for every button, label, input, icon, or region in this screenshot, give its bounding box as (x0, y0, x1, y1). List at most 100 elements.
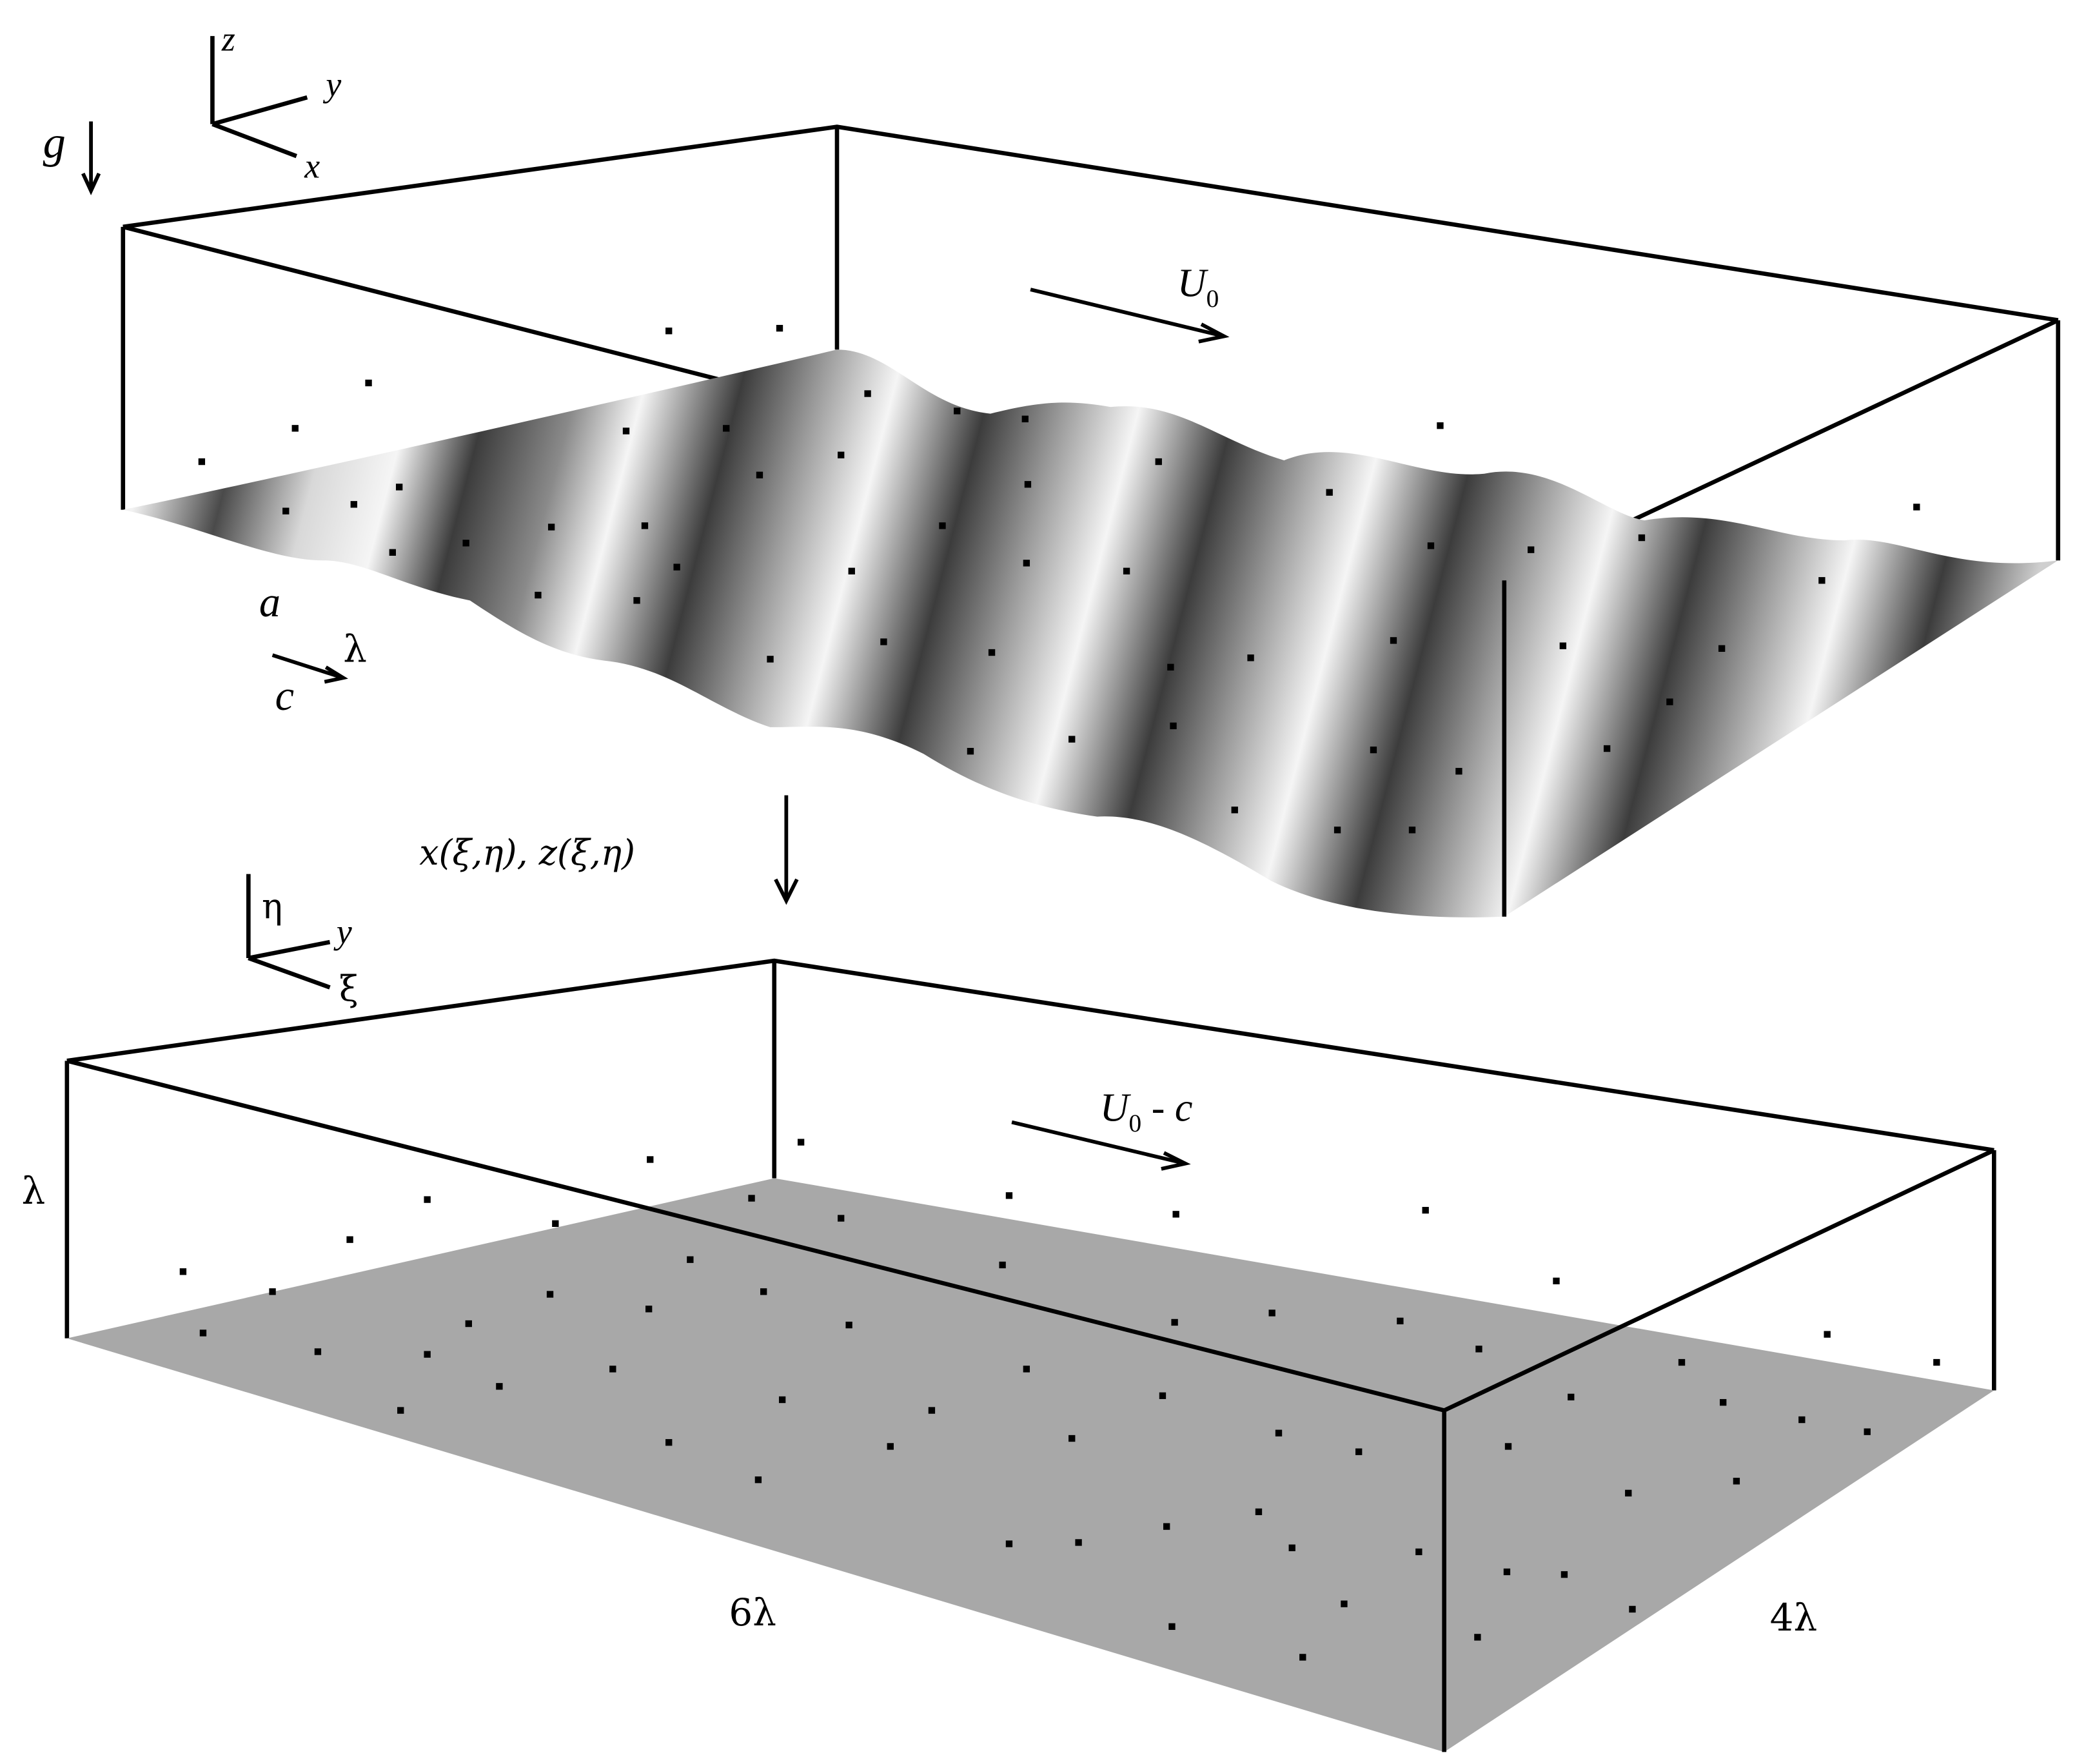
top-particle (291, 425, 299, 432)
top-particle (880, 638, 887, 645)
top-particle (622, 427, 630, 435)
top-particle (547, 524, 555, 531)
top-particle (776, 324, 783, 332)
bottom-particle (928, 1407, 936, 1414)
top-particle (723, 425, 730, 432)
top-particle (988, 649, 996, 656)
top-axes-triad: z y x (210, 20, 341, 185)
top-particle (1559, 642, 1567, 649)
bottom-particle (1720, 1398, 1727, 1406)
bottom-particle (778, 1396, 786, 1404)
top-particle (1167, 663, 1174, 671)
bottom-particle (465, 1320, 472, 1328)
top-particle (1155, 458, 1162, 466)
top-particle (365, 379, 372, 387)
bottom-particle (424, 1351, 431, 1358)
bottom-panel: η y ξ U0 - c λ 6λ 4λ (21, 874, 1996, 1752)
bottom-particle (1275, 1429, 1283, 1436)
bottom-particle (1553, 1277, 1560, 1284)
bottom-box-front-edges (66, 1059, 1995, 1752)
top-particle (1455, 768, 1462, 775)
top-particle (838, 451, 845, 458)
bottom-particle (1933, 1358, 1940, 1366)
bottom-particle (1355, 1448, 1363, 1455)
flat-bottom-plane (66, 1178, 1994, 1752)
bottom-particle (1023, 1366, 1030, 1373)
bottom-particle (199, 1329, 207, 1337)
top-particle (767, 656, 774, 663)
bottom-particle (1678, 1358, 1686, 1366)
top-panel: z y x g U0 (43, 20, 2060, 917)
top-particle (1170, 722, 1177, 730)
top-particle (641, 522, 649, 529)
bottom-particle (179, 1268, 187, 1275)
top-particle (848, 567, 855, 574)
bottom-particles (179, 1139, 1940, 1661)
bottom-particle (665, 1439, 673, 1446)
x-axis-label: x (304, 146, 320, 185)
bottom-particle (1005, 1192, 1013, 1199)
bottom-particle (1415, 1548, 1422, 1556)
bottom-flow-label: U0 - c (1100, 1086, 1193, 1137)
bottom-particle (1005, 1540, 1013, 1547)
bottom-particle (1798, 1416, 1806, 1424)
bottom-particle (1397, 1317, 1404, 1325)
bottom-particle (609, 1366, 616, 1373)
top-particle (954, 407, 961, 415)
top-particle (1913, 504, 1920, 511)
top-particle (1247, 654, 1254, 662)
bottom-particle (1075, 1539, 1082, 1546)
bottom-particle (1504, 1443, 1512, 1450)
bottom-particle (1503, 1568, 1511, 1576)
eta-axis-label: η (262, 886, 282, 926)
bottom-particle (1733, 1478, 1740, 1485)
top-particle (1666, 698, 1673, 705)
top-particles (198, 324, 1920, 834)
top-particle (1603, 745, 1611, 752)
bottom-particle (496, 1383, 503, 1390)
bottom-particle (887, 1443, 894, 1450)
top-particle (1023, 560, 1030, 567)
bottom-particle (1268, 1309, 1275, 1317)
bottom-y-axis-label: y (333, 912, 352, 951)
y-axis-label: y (322, 65, 341, 104)
bottom-particle (1629, 1605, 1636, 1613)
bottom-particle (1172, 1211, 1179, 1218)
bottom-particle (797, 1139, 805, 1146)
bottom-particle (1568, 1393, 1575, 1401)
top-particle (1437, 422, 1444, 429)
top-particle (1068, 736, 1076, 743)
top-particle (673, 564, 680, 571)
bottom-particle (1288, 1544, 1295, 1551)
top-particle (967, 748, 974, 755)
bottom-axes-triad: η y ξ (246, 874, 359, 1009)
top-particle (1231, 807, 1238, 814)
bottom-particle (645, 1306, 653, 1313)
bottom-particle (314, 1348, 322, 1355)
top-flow-label: U0 (1177, 261, 1219, 313)
top-particle (1326, 489, 1333, 496)
bottom-particle (1625, 1489, 1632, 1497)
bottom-particle (838, 1215, 845, 1222)
top-particle (633, 597, 640, 604)
top-particle (1638, 534, 1646, 542)
z-axis-label: z (221, 20, 235, 59)
bottom-particle (647, 1156, 654, 1163)
bottom-particle (999, 1261, 1006, 1269)
top-flow-arrow: U0 (1030, 261, 1230, 344)
transform-label: x(ξ,η), z(ξ,η) (419, 832, 635, 873)
top-particle (1123, 567, 1130, 574)
top-particle (1334, 827, 1341, 834)
bottom-particle (1159, 1392, 1166, 1399)
top-particle (350, 501, 357, 508)
top-particle (665, 328, 673, 335)
bottom-particle (346, 1236, 353, 1243)
transform-mapping: x(ξ,η), z(ξ,η) (419, 795, 799, 905)
bottom-particle (269, 1288, 276, 1295)
top-particle (1427, 542, 1435, 549)
top-particle (1408, 827, 1416, 834)
bottom-box-back-edges (64, 958, 1996, 1391)
bottom-particle (754, 1476, 762, 1484)
top-particle (389, 549, 396, 556)
